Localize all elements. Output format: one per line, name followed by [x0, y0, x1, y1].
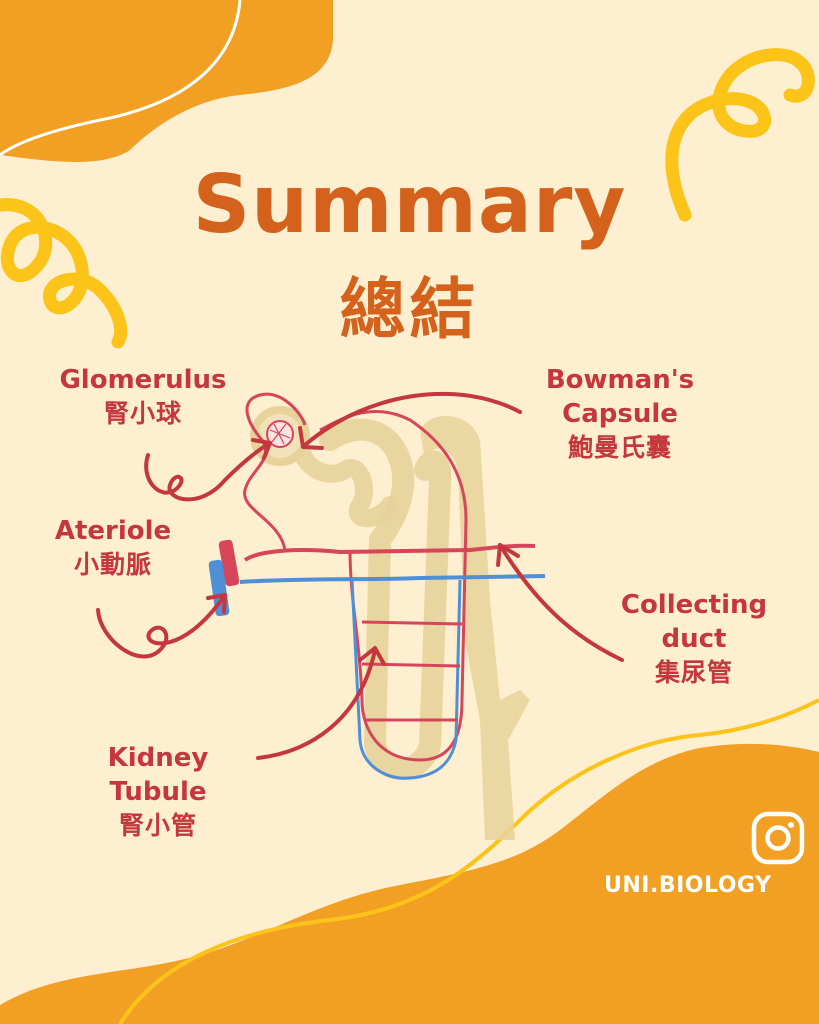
venule — [239, 574, 546, 584]
collecting-duct-label-en-1: Collecting — [620, 590, 768, 620]
collecting-duct — [420, 416, 530, 840]
arteriole-label: Ateriole 小動脈 — [38, 515, 188, 581]
bowmans-capsule-label-en-2: Capsule — [562, 398, 678, 429]
glomerulus-label: Glomerulus 腎小球 — [48, 364, 238, 430]
page-title: Summary — [192, 158, 627, 251]
top-left-blob — [0, 0, 333, 162]
red-capillary-loop — [319, 410, 468, 762]
page-title-chinese: 總結 — [339, 271, 480, 348]
collecting-duct-label-zh: 集尿管 — [654, 657, 733, 687]
kidney-tubule-label: Kidney Tubule 腎小管 — [88, 742, 228, 842]
capillary-rungs — [361, 620, 463, 722]
kidney-tubule-arrow — [256, 648, 377, 760]
arteriole-arrow — [96, 593, 227, 659]
arteriole-label-en: Ateriole — [54, 516, 172, 546]
top-left-white-line — [0, 0, 242, 157]
glomerulus-arrowhead — [251, 438, 272, 460]
bowmans-arrow — [303, 391, 522, 447]
arteriole-end-red — [218, 539, 240, 587]
left-squiggle — [0, 198, 128, 349]
collecting-duct-arrowhead — [496, 543, 520, 567]
kidney-tubule-arrowhead — [358, 646, 386, 666]
proximal-coil — [291, 431, 399, 528]
arteriole-label-zh: 小動脈 — [73, 549, 152, 579]
bowmans-capsule-label-zh: 鮑曼氏囊 — [567, 432, 672, 462]
blue-capillary-loop — [350, 579, 462, 780]
kidney-tubule-label-en-1: Kidney — [107, 743, 209, 773]
bowmans-capsule-label-en-1: Bowman's — [545, 365, 695, 395]
brand-handle[interactable]: UNI.BIOLOGY — [604, 873, 772, 898]
glomerulus-arrow — [144, 441, 272, 502]
glomerulus-label-en: Glomerulus — [59, 365, 227, 395]
bowmans-capsule-label: Bowman's Capsule 鮑曼氏囊 — [530, 364, 710, 464]
instagram-icon[interactable] — [751, 811, 805, 865]
top-right-squiggle — [665, 48, 815, 222]
collecting-duct-label-en-2: duct — [661, 623, 727, 654]
glomerulus-label-zh: 腎小球 — [103, 398, 182, 428]
afferent-arteriole — [243, 543, 536, 562]
kidney-tubule-label-en-2: Tubule — [109, 776, 207, 807]
collecting-duct-arrow — [498, 543, 624, 662]
kidney-tubule-label-zh: 腎小管 — [118, 810, 197, 840]
bowmans-arrowhead — [298, 426, 324, 450]
arteriole-arrowhead — [206, 593, 227, 614]
collecting-duct-label: Collecting duct 集尿管 — [603, 589, 785, 689]
kidney-tubule — [319, 418, 452, 780]
